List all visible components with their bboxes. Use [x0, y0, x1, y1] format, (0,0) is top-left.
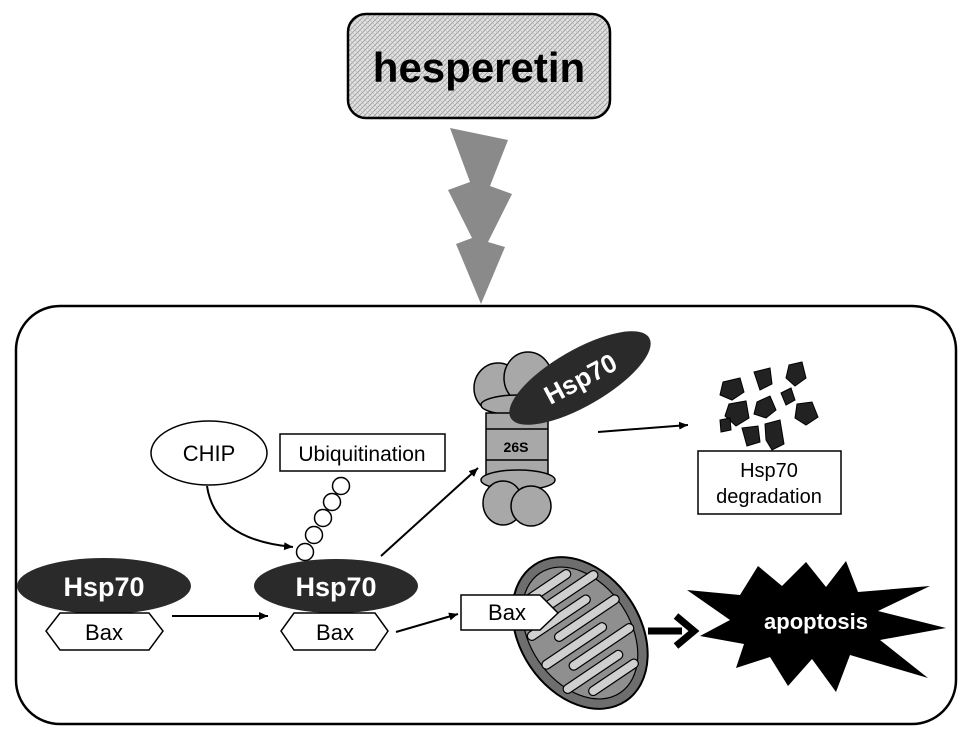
bax-mito-label: Bax [488, 600, 526, 625]
bax-left-hexagon [45, 612, 164, 651]
hsp70-bax-complex-left: Hsp70 Bax [17, 558, 191, 651]
mitochondrion-cristae [510, 569, 639, 697]
apoptosis-burst: apoptosis [687, 561, 946, 692]
apoptosis-label: apoptosis [764, 609, 868, 634]
bax-center-hexagon [280, 612, 389, 651]
bax-center-label: Bax [316, 620, 354, 645]
hesperetin-label: hesperetin [373, 44, 585, 91]
arrow-bax-to-mitochondrion [395, 612, 459, 633]
hsp70-degradation-box: Hsp70 degradation [697, 450, 842, 515]
degraded-fragments [719, 361, 819, 451]
bax-mito-pentagon [460, 594, 560, 631]
arrow-to-proteasome [380, 467, 479, 557]
arrow-to-apoptosis [648, 613, 700, 649]
ubiquitination-label: Ubiquitination [298, 443, 425, 466]
hesperetin-box: hesperetin [346, 12, 612, 120]
hsp70-center-label: Hsp70 [295, 572, 376, 602]
degradation-line1: Hsp70 [740, 460, 798, 482]
hsp70-left-label: Hsp70 [63, 572, 144, 602]
arrow-to-degradation [597, 421, 689, 433]
hsp70-bax-complex-center: Hsp70 Bax [254, 559, 418, 651]
degradation-line2: degradation [716, 486, 822, 508]
ubiquitin-chain [295, 476, 351, 562]
arrow-chip-to-hsp70 [206, 485, 294, 551]
bax-mitochondrion: Bax [460, 594, 560, 631]
chip-label: CHIP [183, 441, 236, 466]
mitochondrion [510, 556, 649, 710]
proteasome-label: 26S [504, 439, 529, 455]
lightning-bolt-icon [448, 128, 512, 304]
cell-boundary [14, 304, 958, 726]
ubiquitination-box: Ubiquitination [279, 433, 446, 472]
bax-left-label: Bax [85, 620, 123, 645]
chip-ellipse: CHIP [150, 420, 268, 486]
